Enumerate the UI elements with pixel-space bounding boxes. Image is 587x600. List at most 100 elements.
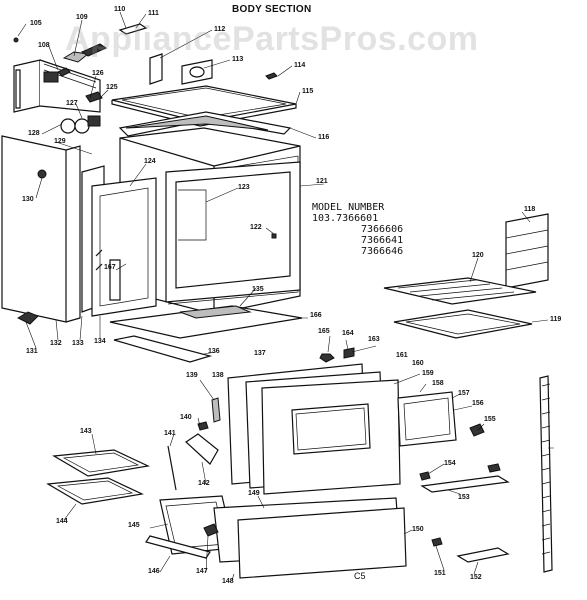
- callout-109[interactable]: 109: [76, 14, 88, 21]
- callout-159[interactable]: 159: [422, 370, 434, 377]
- storage-drawer: [159, 495, 407, 579]
- callout-135[interactable]: 135: [252, 286, 264, 293]
- callout-166[interactable]: 166: [310, 312, 322, 319]
- pan-119: [393, 309, 533, 339]
- model-number-4: 7366646: [361, 246, 404, 257]
- callout-127[interactable]: 127: [66, 100, 78, 107]
- rack-120: [383, 277, 537, 305]
- part-151-icon: [431, 537, 443, 547]
- callout-108[interactable]: 108: [38, 42, 50, 49]
- callout-131[interactable]: 131: [26, 348, 38, 355]
- knob-114-icon: [265, 72, 278, 80]
- part-155-icon: [469, 423, 485, 437]
- callout-105[interactable]: 105: [30, 20, 42, 27]
- callout-138[interactable]: 138: [212, 372, 224, 379]
- callout-156[interactable]: 156: [472, 400, 484, 407]
- oven-door: [227, 363, 457, 495]
- strip-117: [539, 375, 553, 573]
- callout-129[interactable]: 129: [54, 138, 66, 145]
- callout-146[interactable]: 146: [148, 568, 160, 575]
- callout-139[interactable]: 139: [186, 372, 198, 379]
- maintop-115: [111, 85, 297, 127]
- watermark-text: AppliancePartsPros.com: [65, 20, 479, 58]
- clock-113-icon: [181, 59, 213, 85]
- rack-118: [505, 213, 549, 289]
- callout-111[interactable]: 111: [148, 10, 159, 17]
- callout-164[interactable]: 164: [342, 330, 354, 337]
- backguard-panel: [13, 59, 101, 113]
- callout-153[interactable]: 153: [458, 494, 470, 501]
- screw-136-icon: [37, 169, 47, 179]
- footer-code: C5: [354, 571, 366, 581]
- callout-160[interactable]: 160: [412, 360, 424, 367]
- callout-154[interactable]: 154: [444, 460, 456, 467]
- lamp-111-icon: [118, 23, 148, 35]
- controls-126-128: [60, 91, 103, 134]
- callout-145[interactable]: 145: [128, 522, 140, 529]
- part-154b-icon: [487, 463, 501, 473]
- callout-128[interactable]: 128: [28, 130, 40, 137]
- callout-140[interactable]: 140: [180, 414, 192, 421]
- callout-152[interactable]: 152: [470, 574, 482, 581]
- callout-120[interactable]: 120: [472, 252, 484, 259]
- callout-124[interactable]: 124: [144, 158, 156, 165]
- clip-108-icon: [57, 67, 71, 77]
- callout-133[interactable]: 133: [72, 340, 84, 347]
- callout-123[interactable]: 123: [238, 184, 250, 191]
- side-panel-130: [1, 135, 81, 323]
- callout-151[interactable]: 151: [434, 570, 446, 577]
- broiler-pan-143: [52, 449, 150, 477]
- callout-122[interactable]: 122: [250, 224, 262, 231]
- screw-105-icon: [13, 37, 19, 43]
- callout-149[interactable]: 149: [248, 490, 260, 497]
- callout-137[interactable]: 137: [254, 350, 266, 357]
- callout-141[interactable]: 141: [164, 430, 176, 437]
- callout-150[interactable]: 150: [412, 526, 424, 533]
- hinge-142: [185, 433, 219, 465]
- diagram-title: BODY SECTION: [232, 4, 312, 15]
- callout-144[interactable]: 144: [56, 518, 68, 525]
- callout-158[interactable]: 158: [432, 380, 444, 387]
- callout-163[interactable]: 163: [368, 336, 380, 343]
- model-number-3: 7366641: [361, 235, 404, 246]
- callout-126[interactable]: 126: [92, 70, 104, 77]
- rail-146: [145, 535, 211, 559]
- callout-157[interactable]: 157: [458, 390, 470, 397]
- callout-114[interactable]: 114: [294, 62, 306, 69]
- callout-118[interactable]: 118: [524, 206, 536, 213]
- callout-134[interactable]: 134: [94, 338, 106, 345]
- part-154-icon: [419, 471, 431, 481]
- callout-142[interactable]: 142: [198, 480, 210, 487]
- part-147-icon: [203, 523, 219, 537]
- callout-113[interactable]: 113: [232, 56, 244, 63]
- rail-138: [113, 335, 213, 363]
- model-number-1: 103.7366601: [312, 213, 379, 224]
- callout-110[interactable]: 110: [114, 6, 126, 13]
- callout-148[interactable]: 148: [222, 578, 234, 585]
- part-140-icon: [197, 421, 209, 431]
- bracket-167: [109, 259, 121, 301]
- callout-136[interactable]: 136: [208, 348, 220, 355]
- callout-132[interactable]: 132: [50, 340, 62, 347]
- callout-161[interactable]: 161: [396, 352, 408, 359]
- callout-115[interactable]: 115: [302, 88, 314, 95]
- handle-152: [456, 547, 510, 563]
- callout-121[interactable]: 121: [316, 178, 328, 185]
- broiler-pan-144: [46, 477, 144, 505]
- callout-165[interactable]: 165: [318, 328, 330, 335]
- callout-155[interactable]: 155: [484, 416, 496, 423]
- callout-112[interactable]: 112: [214, 26, 226, 33]
- bracket-110-icon: [80, 43, 108, 57]
- callout-119[interactable]: 119: [550, 316, 562, 323]
- callout-147[interactable]: 147: [196, 568, 208, 575]
- model-number-heading: MODEL NUMBER: [312, 202, 385, 213]
- callout-167[interactable]: 167: [104, 264, 116, 271]
- callout-143[interactable]: 143: [80, 428, 92, 435]
- model-number-2: 7366606: [361, 224, 404, 235]
- callout-125[interactable]: 125: [106, 84, 118, 91]
- callout-130[interactable]: 130: [22, 196, 34, 203]
- rod-141: [167, 445, 177, 491]
- callout-116[interactable]: 116: [318, 134, 330, 141]
